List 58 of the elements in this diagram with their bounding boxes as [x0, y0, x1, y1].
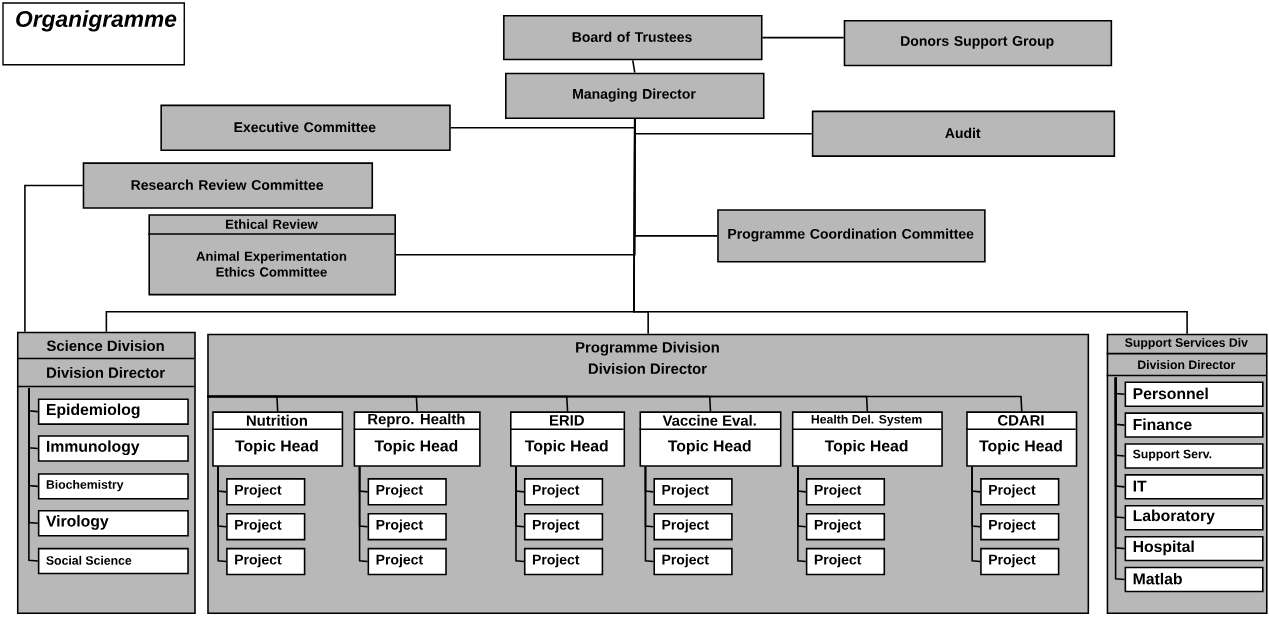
- connector-line: [633, 118, 1188, 335]
- committee-box: Ethical Review Animal Experimentation Ethics Committee: [147, 214, 396, 296]
- title-box: Organigramme: [2, 2, 185, 66]
- unit-box: Immunology: [37, 435, 189, 462]
- topic-box: Vaccine Eval. Topic Head: [638, 411, 782, 467]
- unit-box: Project: [980, 513, 1060, 541]
- unit-box: Project: [523, 513, 604, 541]
- unit-box: Project: [653, 478, 733, 506]
- unit-box: IT: [1124, 474, 1264, 500]
- unit-box: Epidemiolog: [37, 398, 189, 426]
- unit-box: Project: [367, 478, 447, 506]
- topic-box: Health Del. System Topic Head: [791, 411, 943, 467]
- connector-line: [515, 466, 525, 563]
- connector-line: [971, 466, 981, 563]
- unit-box: Project: [226, 513, 306, 541]
- unit-box: Finance: [1124, 412, 1264, 439]
- committee-box: Research Review Committee: [82, 162, 374, 209]
- connector-line: [206, 395, 1023, 413]
- unit-box: Project: [226, 478, 306, 506]
- connector-line: [644, 466, 655, 563]
- connector-line: [761, 37, 845, 39]
- unit-box: Project: [653, 513, 733, 541]
- committee-box: Donors Support Group: [843, 20, 1113, 67]
- unit-box: Project: [367, 548, 447, 576]
- committee-box: Audit: [811, 110, 1116, 158]
- connector-line: [358, 466, 369, 563]
- unit-box: Matlab: [1124, 567, 1264, 593]
- unit-box: Project: [805, 548, 886, 576]
- connector-line: [28, 387, 39, 563]
- unit-box: Support Serv.: [1124, 443, 1264, 469]
- connector-line: [217, 466, 227, 563]
- unit-box: Social Science: [37, 548, 189, 575]
- topic-box: Nutrition Topic Head: [211, 411, 344, 467]
- connector-line: [24, 185, 84, 333]
- committee-box: Managing Director: [505, 72, 765, 120]
- unit-box: Project: [805, 513, 886, 541]
- unit-box: Project: [980, 478, 1060, 506]
- unit-box: Project: [653, 548, 733, 576]
- unit-box: Virology: [37, 510, 189, 537]
- committee-box: Executive Committee: [160, 104, 451, 152]
- unit-box: Project: [980, 548, 1060, 576]
- unit-box: Project: [523, 548, 604, 576]
- connector-line: [1114, 376, 1126, 581]
- unit-box: Hospital: [1124, 536, 1264, 562]
- topic-box: ERID Topic Head: [509, 411, 626, 467]
- unit-box: Biochemistry: [37, 473, 189, 500]
- unit-box: Project: [226, 548, 306, 576]
- topic-box: CDARI Topic Head: [965, 411, 1078, 467]
- topic-box: Repro. Health Topic Head: [352, 411, 481, 467]
- unit-box: Project: [523, 478, 604, 506]
- connector-line: [797, 466, 807, 563]
- committee-box: Board of Trustees: [503, 15, 763, 61]
- unit-box: Laboratory: [1124, 505, 1264, 531]
- committee-box: Programme Coordination Committee: [717, 209, 986, 263]
- unit-box: Project: [805, 478, 886, 506]
- unit-box: Project: [367, 513, 447, 541]
- connector-line: [632, 59, 636, 74]
- unit-box: Personnel: [1124, 381, 1264, 408]
